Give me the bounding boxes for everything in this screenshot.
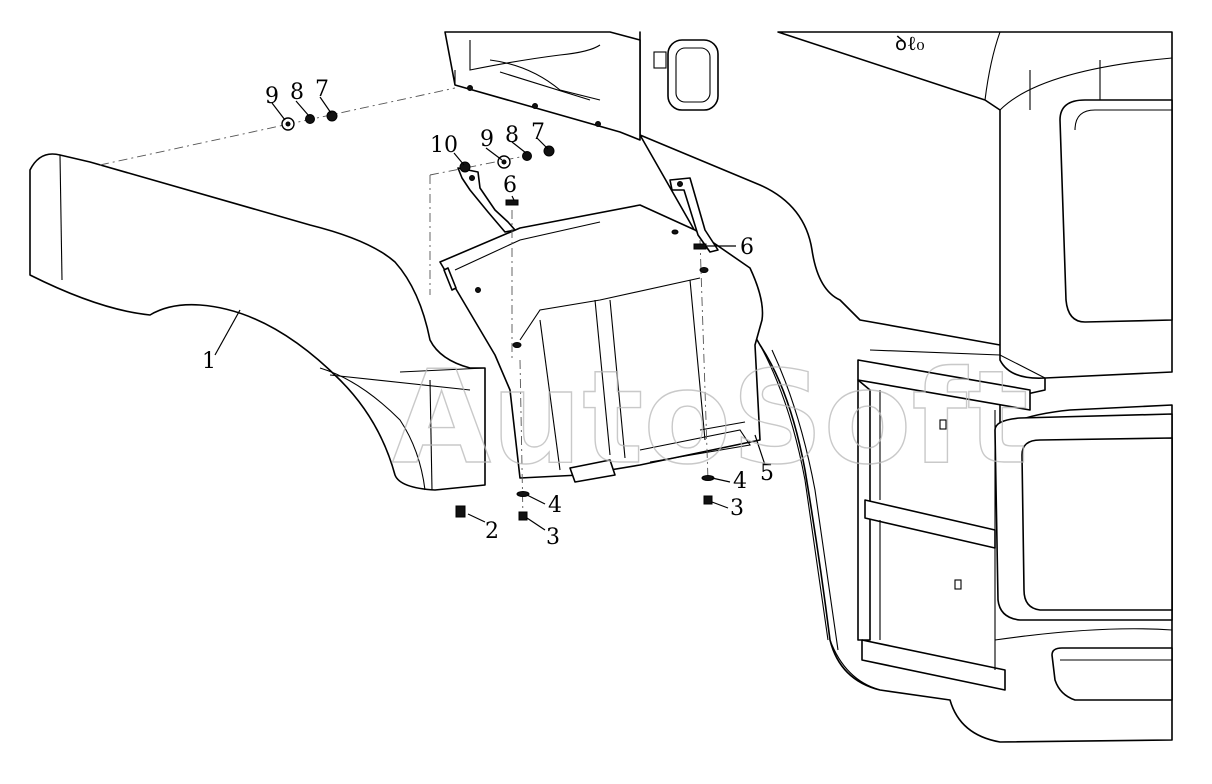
- callout-5: 5: [760, 461, 774, 486]
- callout-10: 10: [430, 133, 458, 158]
- callout-9b: 9: [480, 127, 494, 152]
- mounting-brackets: [457, 167, 719, 253]
- callout-1: 1: [202, 349, 216, 374]
- callout-4b: 4: [733, 469, 747, 494]
- callout-3b: 3: [730, 496, 744, 521]
- callout-2: 2: [485, 519, 499, 544]
- callout-3a: 3: [546, 525, 560, 550]
- callout-9a: 9: [265, 84, 279, 109]
- callout-7a: 7: [315, 77, 329, 102]
- mud-guard-panel: [439, 204, 764, 483]
- callout-4a: 4: [548, 493, 562, 518]
- cab-emblem: ꝺℓ₀: [895, 31, 925, 55]
- cab-steps: [857, 349, 1046, 691]
- callout-8b: 8: [505, 123, 519, 148]
- callout-6a: 6: [503, 173, 517, 198]
- leader-lines: [214, 96, 766, 531]
- callout-labels: 1 2 3 3 4 4 5 6 6 7 7 8 8 9 9 10: [202, 77, 774, 550]
- callout-7b: 7: [531, 120, 545, 145]
- callout-6b: 6: [740, 235, 754, 260]
- rear-fender: [29, 153, 486, 491]
- callout-8a: 8: [290, 80, 304, 105]
- cab-rear-panel: [444, 31, 641, 141]
- watermark: AutoSoft: [392, 344, 1028, 493]
